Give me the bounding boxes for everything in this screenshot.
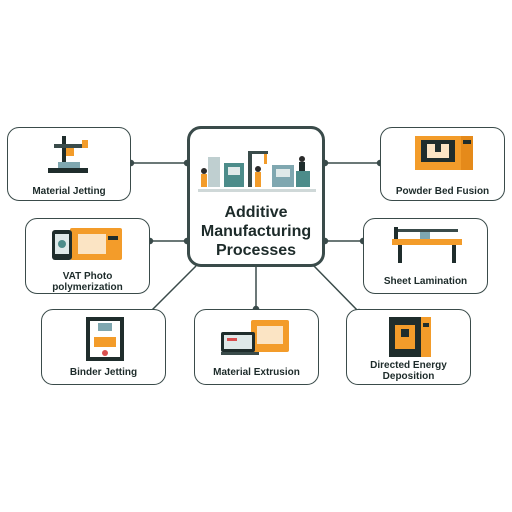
directed-energy-deposition-icon <box>389 317 431 357</box>
center-title-line3: Processes <box>215 242 297 259</box>
sheet-lamination-icon <box>392 227 462 263</box>
factory-workers-illustration <box>198 151 316 192</box>
node-material-extrusion: Material Extrusion <box>194 309 319 385</box>
node-powder-bed-fusion: Powder Bed Fusion <box>380 127 505 201</box>
vat-photo-line1: VAT Photo <box>62 271 113 282</box>
binder-jetting-icon <box>86 317 124 361</box>
node-binder-jetting: Binder Jetting <box>41 309 166 385</box>
binder-jetting-label: Binder Jetting <box>69 367 138 378</box>
node-directed-energy-deposition: Directed Energy Deposition <box>346 309 471 385</box>
node-material-jetting: Material Jetting <box>7 127 131 201</box>
center-title-line1: Additive <box>224 204 288 221</box>
material-jetting-icon <box>48 136 88 173</box>
node-vat-photopolymerization: VAT Photo polymerization <box>25 218 150 294</box>
center-title: Additive Manufacturing Processes <box>190 203 322 260</box>
material-jetting-label: Material Jetting <box>32 186 106 197</box>
directed-energy-line2: Deposition <box>382 371 435 382</box>
directed-energy-label: Directed Energy Deposition <box>347 360 470 382</box>
node-sheet-lamination: Sheet Lamination <box>363 218 488 294</box>
powder-bed-fusion-label: Powder Bed Fusion <box>395 186 490 197</box>
center-node: Additive Manufacturing Processes <box>187 126 325 267</box>
powder-bed-fusion-icon <box>415 136 473 170</box>
material-extrusion-label: Material Extrusion <box>213 367 300 378</box>
directed-energy-line1: Directed Energy <box>370 360 447 371</box>
sheet-lamination-label: Sheet Lamination <box>383 276 468 287</box>
vat-photo-line2: polymerization <box>52 282 123 293</box>
vat-photopolymerization-label: VAT Photo polymerization <box>26 271 149 293</box>
vat-photopolymerization-icon <box>52 228 122 260</box>
center-title-line2: Manufacturing <box>200 223 312 240</box>
material-extrusion-icon <box>221 320 289 355</box>
